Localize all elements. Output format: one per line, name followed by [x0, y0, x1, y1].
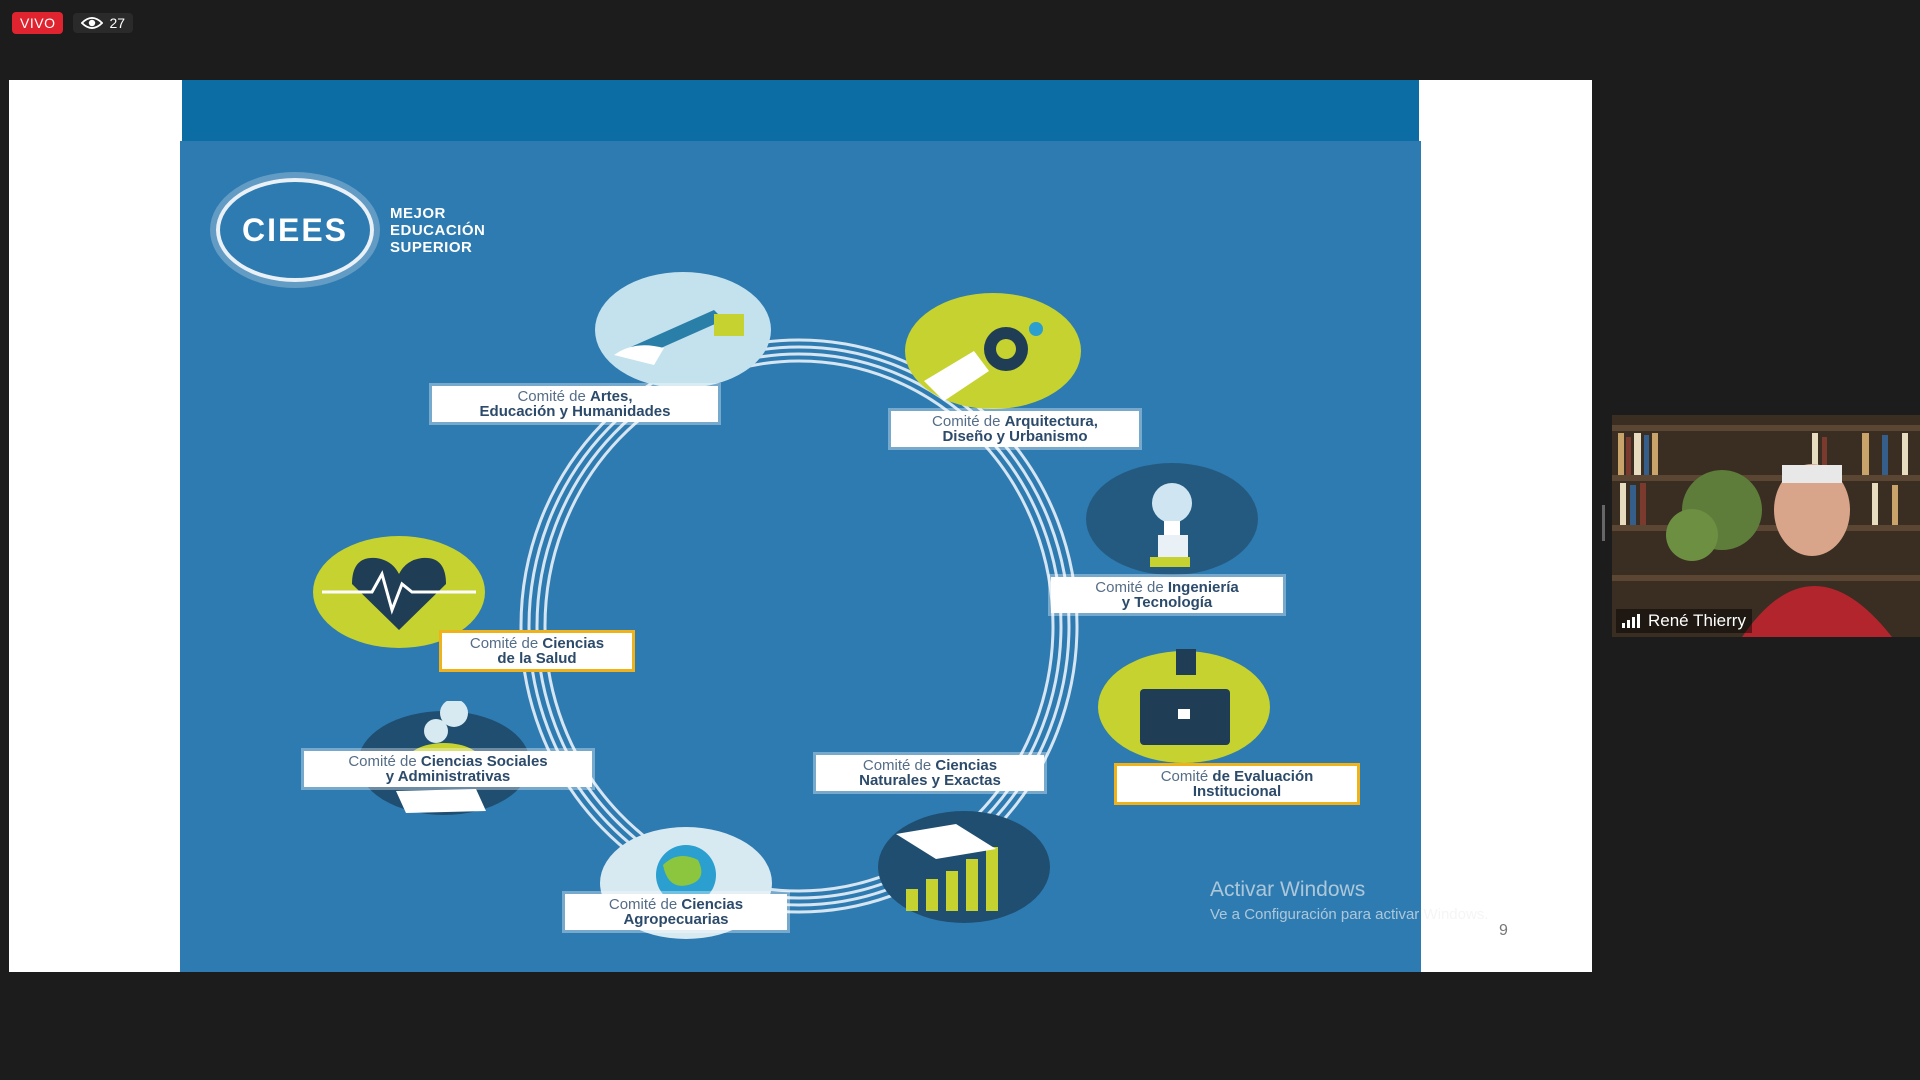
committee-label-naturales: Comité de Ciencias Naturales y Exactas — [816, 755, 1044, 791]
artes-icon — [594, 270, 772, 390]
label-bold: Ciencias — [542, 635, 605, 652]
label-line2: Naturales y Exactas — [859, 772, 1001, 789]
viewer-count-value: 27 — [109, 15, 126, 31]
label-prefix: Comité de — [1095, 579, 1168, 596]
viewer-count: 27 — [73, 13, 134, 33]
label-line2: y Administrativas — [385, 768, 511, 785]
label-bold: Ciencias — [935, 757, 998, 774]
label-line2: Educación y Humanidades — [479, 403, 671, 420]
slide-content: CIEES MEJOR EDUCACIÓN SUPERIOR — [180, 141, 1421, 972]
logo-ring: CIEES — [216, 178, 374, 282]
committee-label-arquitectura: Comité de Arquitectura, Diseño y Urbanis… — [891, 411, 1139, 447]
tagline-line-3: SUPERIOR — [390, 238, 473, 256]
label-line2: Diseño y Urbanismo — [942, 428, 1088, 445]
committee-label-sociales: Comité de Ciencias Sociales y Administra… — [304, 751, 592, 787]
label-line2: Agropecuarias — [623, 911, 729, 928]
label-line2: Institucional — [1192, 783, 1282, 800]
panel-resize-handle[interactable] — [1602, 505, 1605, 541]
label-bold: de Evaluación — [1212, 768, 1314, 785]
label-prefix: Comité de — [608, 896, 682, 913]
windows-activation-watermark: Activar Windows Ve a Configuración para … — [1210, 878, 1488, 923]
eye-icon — [81, 17, 104, 29]
live-badge: VIVO — [12, 12, 64, 34]
label-prefix: Comité de — [469, 635, 543, 652]
participant-video[interactable]: René Thierry — [1612, 415, 1920, 637]
label-line2: y Tecnología — [1121, 594, 1213, 611]
ingenieria-icon — [1084, 461, 1260, 577]
committee-label-ingenieria: Comité de Ingeniería y Tecnología — [1051, 577, 1283, 613]
ciees-logo: CIEES MEJOR EDUCACIÓN SUPERIOR — [216, 178, 485, 282]
tagline-line-2: EDUCACIÓN — [390, 221, 486, 239]
label-bold: Ciencias Sociales — [420, 753, 548, 770]
slide-header-band — [182, 80, 1419, 141]
participant-name-tag: René Thierry — [1616, 609, 1752, 633]
shared-screen: CIEES MEJOR EDUCACIÓN SUPERIOR — [9, 80, 1592, 972]
committee-label-artes: Comité de Artes, Educación y Humanidades — [432, 386, 718, 422]
label-prefix: Comité de — [932, 413, 1005, 430]
salud-icon — [312, 534, 486, 650]
label-prefix: Comité de — [862, 757, 936, 774]
label-prefix: Comité de — [517, 388, 590, 405]
label-bold: Ciencias — [681, 896, 744, 913]
label-prefix: Comité de — [348, 753, 421, 770]
committee-ring — [519, 338, 1079, 914]
watermark-title: Activar Windows — [1210, 878, 1366, 901]
label-bold: Artes, — [590, 388, 633, 405]
committee-label-evaluacion: Comité de Evaluación Institucional — [1117, 766, 1357, 802]
label-bold: Ingeniería — [1167, 579, 1239, 596]
slide-page-number: 9 — [1499, 922, 1508, 939]
logo-acronym: CIEES — [241, 211, 349, 248]
committee-label-agropecuarias: Comité de Ciencias Agropecuarias — [565, 894, 787, 930]
tagline-line-1: MEJOR — [390, 204, 446, 222]
watermark-subtitle: Ve a Configuración para activar Windows. — [1210, 906, 1489, 923]
label-line2: de la Salud — [497, 650, 577, 667]
live-indicator: VIVO 27 — [12, 12, 134, 34]
label-prefix: Comité — [1160, 768, 1213, 785]
participant-name: René Thierry — [1648, 611, 1746, 630]
label-bold: Arquitectura, — [1004, 413, 1098, 430]
evaluacion-icon — [1096, 649, 1272, 765]
committee-label-salud: Comité de Ciencias de la Salud — [442, 633, 632, 669]
logo-tagline: MEJOR EDUCACIÓN SUPERIOR — [390, 205, 485, 256]
bookshelf-background — [1612, 415, 1920, 637]
naturales-icon — [876, 809, 1052, 925]
arquitectura-icon — [904, 291, 1082, 411]
signal-strength-icon — [1622, 614, 1640, 628]
